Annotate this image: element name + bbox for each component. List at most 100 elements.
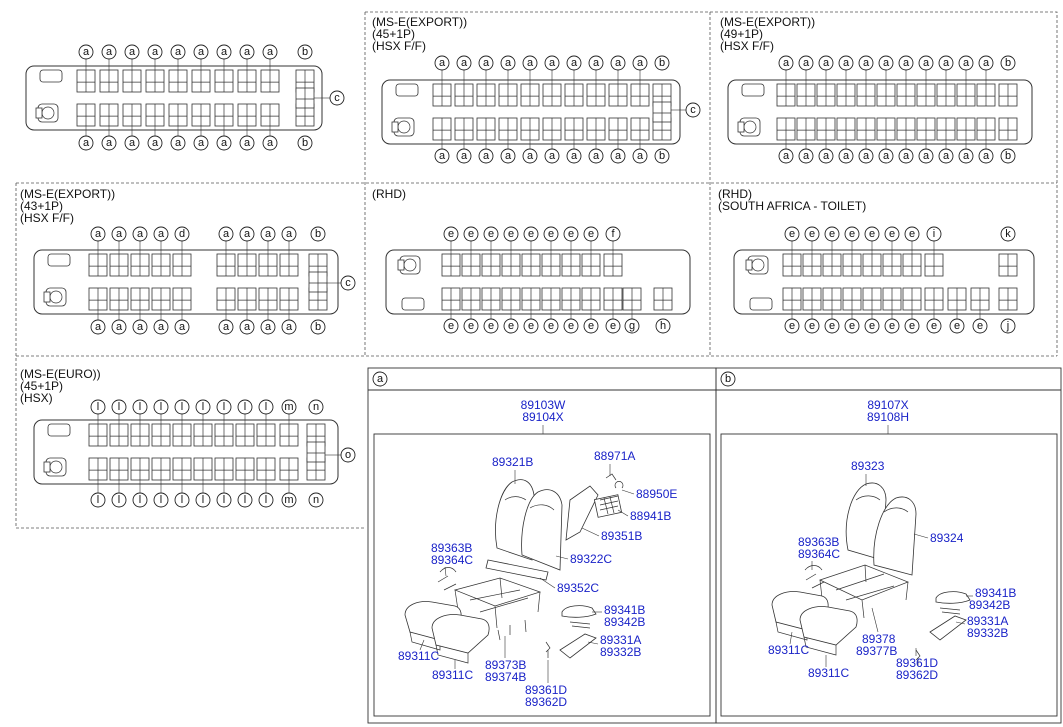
seat-callout-top-circle (147, 44, 163, 60)
driver-seat-arm (397, 259, 405, 271)
detail-b-callout (720, 371, 736, 387)
door-step (39, 69, 63, 83)
seat-callout-bottom-circle (926, 318, 942, 334)
rear-callout-top-circle (1000, 226, 1016, 242)
seat-callout-top-letter: l (265, 401, 267, 413)
seat-callout-top: l (258, 399, 274, 415)
seat-callout-bottom: a (132, 319, 148, 335)
label-pocket: 89351B (601, 529, 642, 543)
driver-seat (43, 287, 67, 307)
label-leg-1: 89373B (485, 658, 526, 672)
detail-b-assembly-2: 89108H (867, 410, 909, 424)
seat-callout-bottom: l (195, 492, 211, 508)
seat-callout-top-letter: a (593, 57, 600, 69)
detail-b-drawing (771, 482, 971, 666)
seat-callout-top-letter: a (286, 228, 293, 240)
side-callout-circle (340, 447, 356, 463)
seat-callout-top-circle (898, 55, 914, 71)
seat-callout-top-circle (111, 399, 127, 415)
seat-callout-top-letter: a (95, 228, 102, 240)
seat-callout-bottom-circle (798, 148, 814, 164)
seat-callout-top: a (239, 44, 255, 60)
seat-callout-top: a (938, 55, 954, 71)
seat-callout-top-letter: d (179, 228, 185, 240)
seat-callout-top-letter: a (152, 46, 159, 58)
seat-callout-bottom-circle (193, 135, 209, 151)
seat-callout-top: a (522, 55, 538, 71)
seat-callout-bottom: e (824, 318, 840, 334)
seat-callout-top: e (523, 226, 539, 242)
seat-callout-top-letter: a (267, 46, 274, 58)
seat-callout-bottom-circle (938, 148, 954, 164)
seat-callout-top-letter: l (181, 401, 183, 413)
label-armrest-2: 89342B (604, 615, 645, 629)
seat-callout-bottom-circle (918, 148, 934, 164)
seat-callout-top-letter: e (508, 228, 514, 240)
seat-callout-top: a (193, 44, 209, 60)
seat-callout-top: l (195, 399, 211, 415)
door-step (395, 83, 419, 97)
seat-callout-top-letter: l (97, 401, 99, 413)
seat-callout-bottom: l (216, 492, 232, 508)
seat-callout-bottom-letter: a (83, 137, 90, 149)
side-callout: c (685, 102, 701, 118)
seat-callout-bottom: e (926, 318, 942, 334)
seat-callout-bottom: e (784, 318, 800, 334)
label-b-back-frame: 89324 (930, 531, 964, 545)
seat-callout-top: a (610, 55, 626, 71)
seat-callout-bottom-letter: e (548, 320, 554, 332)
seat-callout-bottom: e (884, 318, 900, 334)
seat-callout-bottom-circle (124, 135, 140, 151)
seat-callout-bottom-letter: a (483, 150, 490, 162)
seat-callout-bottom: a (78, 135, 94, 151)
seat-callout-top-circle (878, 55, 894, 71)
seat-callout-top-circle (784, 226, 800, 242)
seat-callout-top-letter: a (129, 46, 136, 58)
seat-callout-bottom: a (239, 135, 255, 151)
seat-callout-bottom-circle (170, 135, 186, 151)
seat-callout-top: a (898, 55, 914, 71)
seat-callout-top-circle (500, 55, 516, 71)
detail-a: a 89103W 89104X (367, 367, 717, 724)
seat-callout-top-letter: m (284, 401, 293, 413)
seat-callout-bottom-letter: g (629, 320, 635, 332)
seat-callout-bottom-circle (884, 318, 900, 334)
seat-callout-bottom: a (838, 148, 854, 164)
detail-b-labels: 89323 89324 89363B 89364C 89341B 89342B … (768, 459, 1016, 682)
seat-callout-bottom: a (500, 148, 516, 164)
seat-callout-top: l (132, 399, 148, 415)
seat-callout-top-letter: e (548, 228, 554, 240)
seat-callout-bottom: e (804, 318, 820, 334)
seat-callout-bottom: a (111, 319, 127, 335)
seat-callout-top-letter: l (118, 401, 120, 413)
seat-callout-bottom-letter: a (244, 137, 251, 149)
seat-callout-top-circle (884, 226, 900, 242)
seat-callout-bottom-letter: e (954, 320, 960, 332)
label-hinge-1: 89361D (525, 683, 567, 697)
seat-callout-top-circle (153, 226, 169, 242)
seat-callout-top-letter: a (83, 46, 90, 58)
rear-callout-top-letter: b (1005, 57, 1011, 69)
seat-callout-bottom: e (443, 318, 459, 334)
detail-a-assembly-1: 89103W (521, 398, 566, 412)
seat-callout-bottom-circle (544, 148, 560, 164)
seat-callout-top: a (918, 55, 934, 71)
seat-callout-top-circle (218, 226, 234, 242)
seat-callout-top-letter: a (483, 57, 490, 69)
rear-callout-bottom-letter: b (659, 150, 665, 162)
layout-header-line: (43+1P) (20, 199, 63, 213)
seat-callout-bottom-circle (443, 318, 459, 334)
seat-callout-bottom-circle (111, 492, 127, 508)
label-b-frame-1: 89378 (862, 632, 896, 646)
seat-callout-top: a (798, 55, 814, 71)
label-hinge-2: 89362D (525, 695, 567, 709)
driver-seat-arm (43, 461, 51, 473)
layout-header-line: (49+1P) (720, 27, 763, 41)
seat-callout-bottom: a (878, 148, 894, 164)
seat-callout-bottom-letter: e (889, 320, 895, 332)
seat-callout-bottom-letter: l (97, 494, 99, 506)
seat-callout-top: a (218, 226, 234, 242)
seat-callout-top-letter: e (789, 228, 795, 240)
seat-callout-top: e (463, 226, 479, 242)
